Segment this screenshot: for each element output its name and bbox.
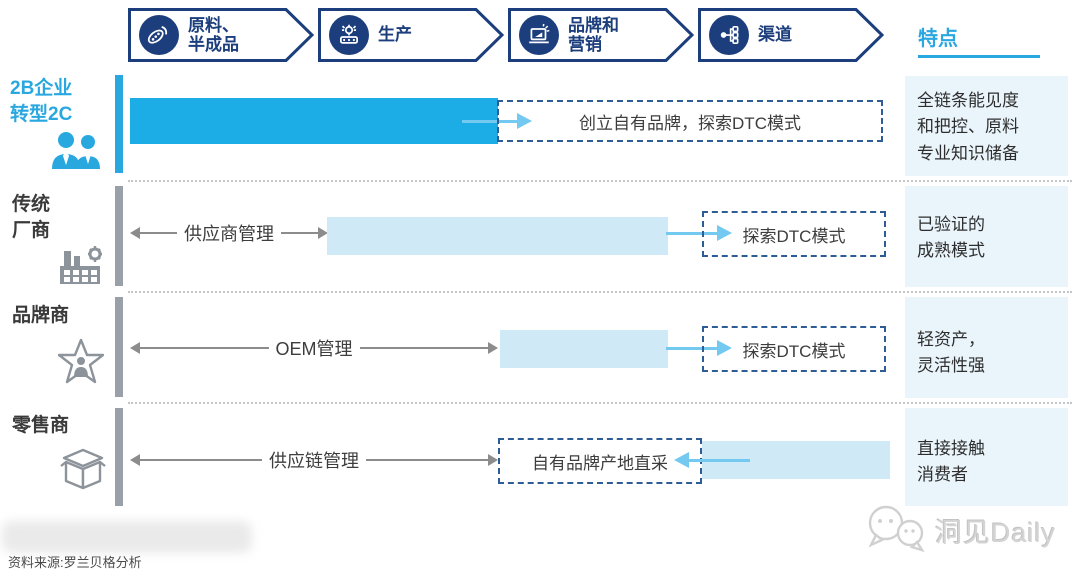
row-separator [128,291,1072,293]
row1-arrow-right-icon [462,113,532,129]
row1-progress-bar [130,98,498,144]
arrow-right-icon [488,342,499,354]
arrow-left-icon [130,342,140,354]
row2-annotation: 探索DTC模式 [742,226,846,246]
row2-accent-bar [115,186,123,286]
stage-production: 生产 [318,8,504,62]
row4-annotation-box: 自有品牌产地直采 [498,438,702,484]
brand-marketing-icon [519,15,559,55]
wechat-bubbles-icon [864,502,928,559]
raw-materials-beans-icon [139,15,179,55]
row3-label: 品牌商 [12,305,70,326]
row3-annotation-box: 探索DTC模式 [702,326,886,372]
stage-brand-marketing: 品牌和 营销 [508,8,694,62]
watermark-logo: 洞见Daily [864,502,1056,559]
watermark-smudge [2,521,252,553]
row1-feature-cell: 全链条能见度 和把控、原料 专业知识储备 [905,76,1068,176]
row2-range-arrow: 供应商管理 [130,221,328,245]
production-machine-icon [329,15,369,55]
row3-range-arrow: OEM管理 [130,336,499,360]
arrow-left-icon [130,454,140,466]
row1-annotation: 创立自有品牌，探索DTC模式 [579,113,801,133]
stage-channel: 渠道 [698,8,884,62]
row3-accent-bar [115,297,123,397]
row2-arrow-right-icon [666,225,732,241]
row2-feature-cell: 已验证的 成熟模式 [905,186,1068,287]
row3-annotation: 探索DTC模式 [742,341,846,361]
features-title-underline [918,55,1040,58]
channel-network-icon [709,15,749,55]
row2-progress-bar [327,217,668,255]
star-person-icon [57,338,105,393]
arrow-right-icon [488,454,498,466]
row4-accent-bar [115,408,123,506]
row4-arrow-left-icon [674,452,750,468]
row3-progress-bar [500,330,668,368]
two-people-icon [50,130,104,175]
row3-feature-cell: 轻资产， 灵活性强 [905,297,1068,398]
row2-range-label: 供应商管理 [184,224,274,244]
row-separator [128,402,1072,404]
row-separator [128,180,1072,182]
arrow-left-icon [130,227,140,239]
stage-label: 生产 [378,25,412,45]
row4-label: 零售商 [12,415,70,436]
row3-arrow-right-icon [666,340,732,356]
row2-annotation-box: 探索DTC模式 [702,211,886,257]
stage-raw-materials: 原料、 半成品 [128,8,314,62]
row4-feature-cell: 直接接触 消费者 [905,408,1068,506]
features-column-title: 特点 [918,28,958,50]
row4-range-arrow: 供应链管理 [130,448,498,472]
arrow-right-icon [318,227,328,239]
source-note: 资料来源:罗兰贝格分析 [8,555,142,570]
stage-label: 渠道 [758,25,792,45]
row1-label: 2B企业 转型2C [10,78,73,125]
watermark-text: 洞见Daily [935,518,1057,548]
row3-range-label: OEM管理 [275,339,353,359]
factory-icon [58,244,106,291]
row2-label: 传统 厂商 [12,194,51,241]
package-box-icon [60,446,106,497]
row4-annotation: 自有品牌产地直采 [532,453,668,473]
row1-annotation-box: 创立自有品牌，探索DTC模式 [497,100,883,142]
row4-range-label: 供应链管理 [269,451,359,471]
row1-accent-bar [115,75,123,173]
stage-label: 品牌和 营销 [568,15,619,54]
stage-label: 原料、 半成品 [188,15,239,54]
